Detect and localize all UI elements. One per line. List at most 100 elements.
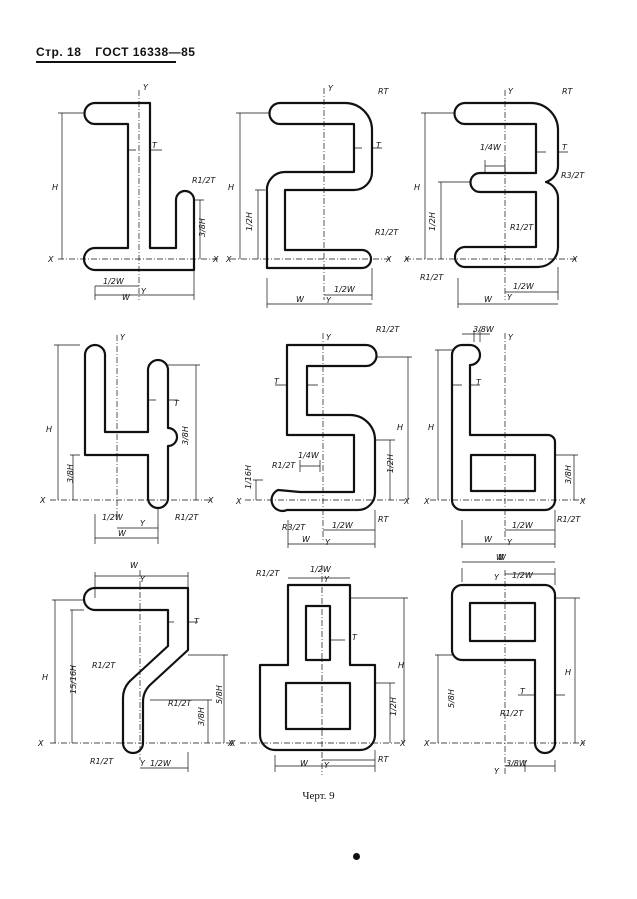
dim-5-8h-label: 5/8H [447,689,456,708]
digit-4-drawing: X X Y Y H T R1/2T 3/8H 3/8H 1/2W W [39,333,214,544]
axis-x-label: X [403,255,410,264]
axis-y-label: Y [324,761,330,770]
axis-x-label: X [423,497,430,506]
dim-w-label: W [498,553,507,562]
dim-3-8h-label: 3/8H [198,218,207,237]
dim-thickness-label: T [274,377,280,386]
dim-half-w-label: 1/2W [513,282,535,291]
dim-half-h-label: 1/2H [428,212,437,231]
dim-radius-label: RT [562,87,574,96]
dim-radius-label: R1/2T [376,325,400,334]
dim-w-label: W [496,553,505,562]
filled-circle-icon [353,853,360,860]
dim-radius-label: R3/2T [282,523,306,532]
dim-height-label: H [52,183,58,192]
axis-x-label: X [403,497,410,506]
dim-radius-label: R1/2T [92,661,116,670]
dim-radius-label: R1/2T [557,515,581,524]
page-header: Стр. 18 ГОСТ 16338—85 [36,45,205,59]
axis-x-label: X [212,255,219,264]
axis-x-label: X [571,255,578,264]
dim-height-label: H [46,425,52,434]
dim-thickness-label: T [520,687,526,696]
dim-1-16h-label: 1/16H [244,465,253,489]
axis-x-label: X [385,255,392,264]
dim-w-label: W [302,535,311,544]
dim-3-8h-label: 3/8H [197,707,206,726]
dim-w-label: W [130,561,139,570]
dim-radius-label: R1/2T [168,699,192,708]
dim-radius-label: R1/2T [192,176,216,185]
digit-6-drawing: X X Y Y H T R1/2T 3/8W 3/8H 1/2W W W [423,325,586,562]
digit-3-drawing: X X Y Y H T RT R3/2T R1/2T R1/2T 1/4W 1/… [403,87,585,308]
dim-3-8h-label: 3/8H [564,465,573,484]
dim-height-label: H [397,423,403,432]
axis-x-label: X [37,739,44,748]
axis-x-label: X [423,739,430,748]
axis-y-label: Y [143,83,149,92]
axis-y-label: Y [326,296,332,305]
axis-y-label: Y [508,87,514,96]
dim-radius-label: R1/2T [510,223,534,232]
axis-y-label: Y [325,538,331,547]
dim-half-w-label: 1/2W [102,513,124,522]
dim-half-h-label: 1/2H [386,454,395,473]
dim-w-label: W [118,529,127,538]
dim-thickness-label: T [194,617,200,626]
dim-half-w-label: 1/2W [310,565,332,574]
axis-y-label: Y [328,84,334,93]
dim-quarter-w-label: 1/4W [480,143,502,152]
axis-x-label: X [229,739,236,748]
standard-code: ГОСТ 16338—85 [95,45,196,59]
axis-x-label: X [39,496,46,505]
axis-x-label: X [579,497,586,506]
dim-w-label: W [296,295,305,304]
axis-y-label: Y [141,287,147,296]
digit-5-drawing: X X Y Y H T R1/2T R1/2T R3/2T RT 1/4W 1/… [235,325,412,548]
dim-3-8w-label: 3/8W [473,325,495,334]
header-underline [36,61,176,63]
dim-3-8h-label: 3/8H [181,426,190,445]
dim-height-label: H [565,668,571,677]
dim-half-w-label: 1/2W [334,285,356,294]
axis-x-label: X [235,497,242,506]
dim-3-8h-label: 3/8H [66,464,75,483]
axis-y-label: Y [120,333,126,342]
dim-quarter-w-label: 1/4W [298,451,320,460]
axis-y-label: Y [494,573,500,582]
axis-y-label: Y [324,575,330,584]
dim-half-h-label: 1/2H [389,697,398,716]
dim-half-w-label: 1/2W [103,277,125,286]
axis-y-label: Y [140,575,146,584]
dim-radius-label: R1/2T [175,513,199,522]
axis-y-label: Y [507,293,513,302]
digit-8-drawing: X X Y Y H T R1/2T RT 1/2W 1/2H W [229,565,408,775]
page-number: Стр. 18 [36,45,82,59]
dim-thickness-label: T [376,141,382,150]
digit-1-drawing: X X Y Y H T R1/2T 3/8H 1/2W W [47,83,219,302]
dim-radius-label: R1/2T [375,228,399,237]
dim-radius-label: R1/2T [272,461,296,470]
digit-7-drawing: X X Y Y W H T R1/2T R1/2T R1/2T 15/16H 5… [37,561,234,772]
dim-thickness-label: T [562,143,568,152]
dim-half-h-label: 1/2H [245,212,254,231]
dim-radius-label: R1/2T [420,273,444,282]
dim-height-label: H [228,183,234,192]
dim-height-label: H [428,423,434,432]
axis-x-label: X [227,739,234,748]
dim-half-w-label: 1/2W [512,521,534,530]
dim-radius-label: R1/2T [90,757,114,766]
dim-radius-label: RT [378,755,390,764]
dim-thickness-label: T [476,378,482,387]
dim-w-label: W [484,535,493,544]
dim-height-label: H [42,673,48,682]
axis-x-label: X [225,255,232,264]
dim-height-label: H [398,661,404,670]
dim-height-label: H [414,183,420,192]
axis-y-label: Y [140,519,146,528]
dim-half-w-label: 1/2W [332,521,354,530]
dim-w-label: W [484,295,493,304]
dim-thickness-label: T [152,141,158,150]
dim-radius-label: R1/2T [256,569,280,578]
